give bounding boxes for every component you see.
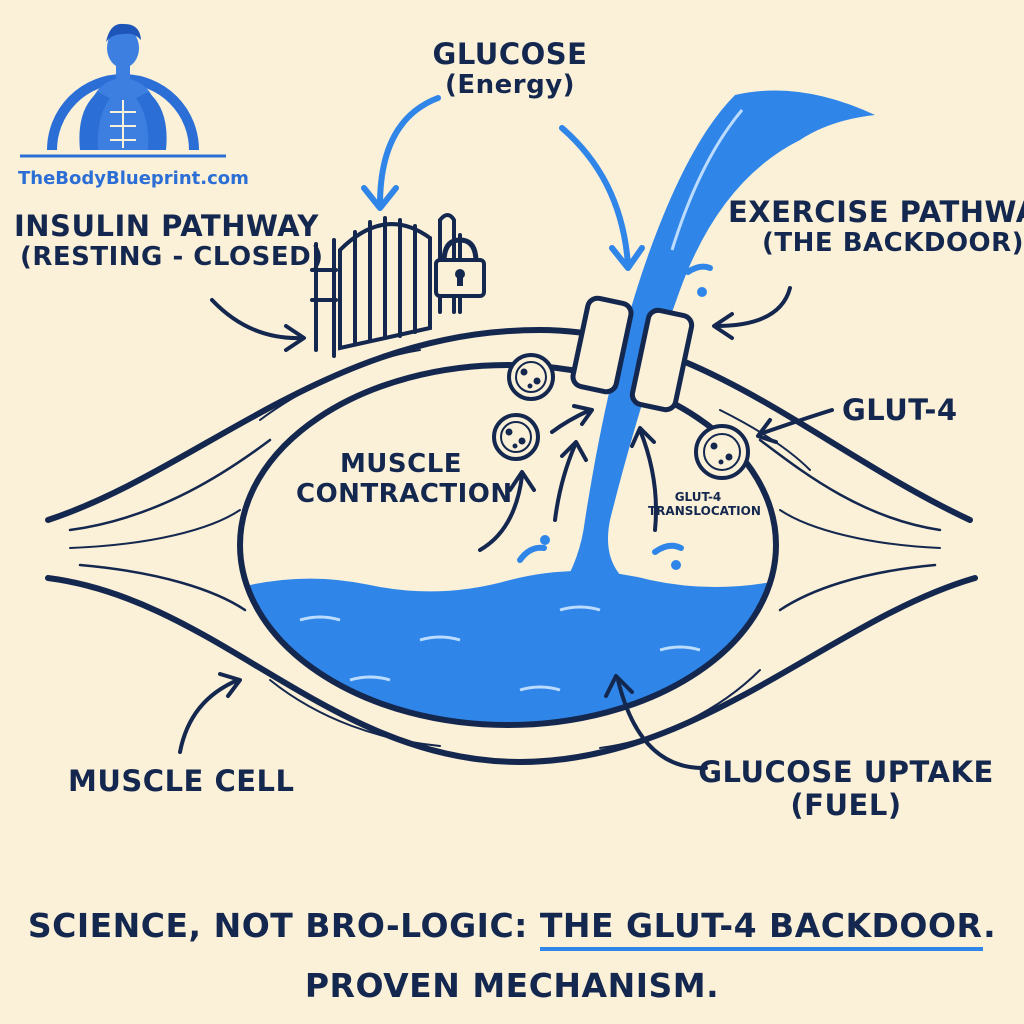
padlock-icon — [434, 237, 486, 298]
exercise-pathway-title: EXERCISE PATHWAY — [728, 195, 1024, 229]
arrow-icon — [178, 672, 242, 754]
caption-suffix: . — [983, 906, 997, 945]
glut4-translocation-line1: GLUT-4 — [674, 490, 722, 504]
arrow-icon — [712, 286, 792, 340]
glucose-uptake-label: GLUCOSE UPTAKE (FUEL) — [696, 755, 996, 823]
arrow-icon — [210, 298, 306, 352]
muscle-contraction-line2: CONTRACTION — [296, 478, 513, 509]
glut4-vesicle-icon — [507, 353, 555, 401]
muscle-contraction-label: MUSCLE CONTRACTION — [296, 449, 513, 510]
glut4-vesicle-icon — [694, 424, 750, 480]
exercise-pathway-subtitle: (THE BACKDOOR) — [762, 228, 1024, 259]
logo-text[interactable]: TheBodyBlueprint.com — [18, 168, 249, 189]
glut4-translocation-line2: TRANSLOCATION — [648, 504, 761, 519]
glut4-label: GLUT-4 — [842, 393, 958, 427]
glut4-vesicle-icon — [492, 413, 540, 461]
glucose-uptake-title: GLUCOSE UPTAKE — [698, 755, 994, 789]
arrow-icon — [478, 404, 658, 552]
arrow-icon — [559, 125, 645, 271]
arrow-icon — [756, 408, 834, 444]
arrow-icon — [361, 95, 441, 211]
glucose-title: GLUCOSE — [432, 37, 588, 71]
glucose-pool — [237, 362, 779, 728]
glut4-translocation-label: GLUT-4 TRANSLOCATION — [648, 490, 761, 519]
caption-prefix: SCIENCE, NOT BRO-LOGIC: — [27, 906, 540, 945]
muscle-cell-label: MUSCLE CELL — [68, 764, 295, 798]
insulin-pathway-label: INSULIN PATHWAY (RESTING - CLOSED) — [14, 209, 324, 273]
glucose-label: GLUCOSE (Energy) — [410, 37, 610, 101]
glut4-channel-icon — [570, 295, 695, 413]
insulin-pathway-subtitle: (RESTING - CLOSED) — [20, 242, 324, 273]
exercise-pathway-label: EXERCISE PATHWAY (THE BACKDOOR) — [728, 195, 1024, 259]
glucose-subtitle: (Energy) — [444, 70, 576, 101]
muscle-cell-outline — [45, 326, 978, 766]
gate-icon — [310, 213, 462, 358]
caption-highlight: THE GLUT-4 BACKDOOR — [539, 906, 984, 951]
glucose-uptake-subtitle: (FUEL) — [790, 788, 902, 823]
caption-line-2: PROVEN MECHANISM. — [304, 966, 720, 1005]
muscle-contraction-line1: MUSCLE — [339, 449, 463, 479]
insulin-pathway-title: INSULIN PATHWAY — [14, 209, 319, 243]
arrow-icon — [604, 674, 708, 771]
bodybuilder-logo-icon — [20, 23, 226, 158]
caption-line-1: SCIENCE, NOT BRO-LOGIC: THE GLUT-4 BACKD… — [0, 906, 1024, 951]
